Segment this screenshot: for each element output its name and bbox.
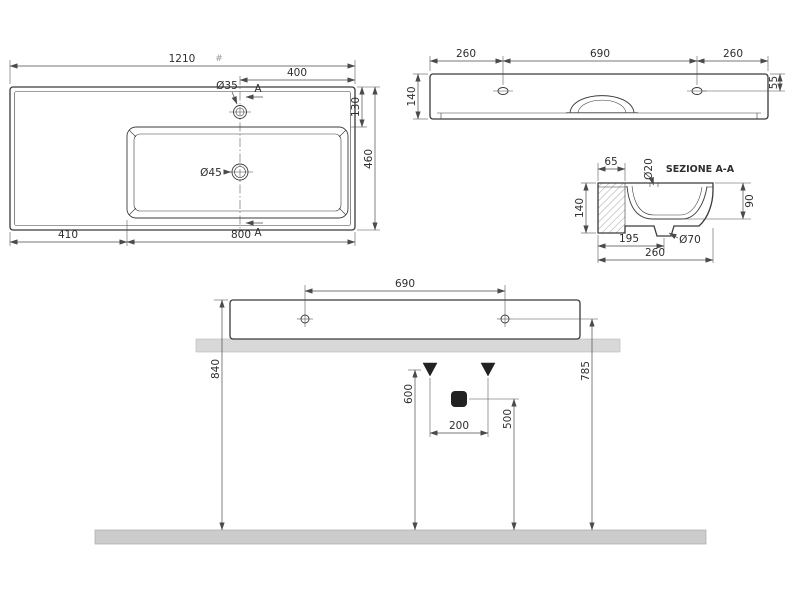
section-title: SEZIONE A-A [666,164,735,175]
dim-install-rim-height: 840 [210,299,228,531]
dim-label-section-depth: 260 [645,247,665,259]
installation-view: 690 840 785 600 500 [94,278,707,545]
dim-install-holes-span: 690 [304,278,506,311]
dim-label-holes-span: 690 [590,48,610,60]
dim-label-section-height: 140 [574,198,586,218]
dim-label-rim-height: 840 [210,359,222,379]
dim-label-section-drain-hole: Ø70 [679,234,701,246]
water-supply-symbol-right [480,362,496,377]
section-marker-bottom-label: A [254,227,262,239]
dim-label-faucet-offset: 400 [287,67,307,79]
wall-fixing-hole-left [297,311,313,327]
dim-label-back-ledge: 65 [604,156,617,168]
dim-section-back-ledge: 65 [597,156,626,181]
wall-strip [195,338,621,353]
dim-label-supply-height: 600 [403,384,415,404]
dim-label-holes-height: 785 [580,361,592,381]
basin-front-outline [429,73,769,120]
basin-top-outline [9,86,356,231]
front-view: 260 690 260 140 55 [406,48,785,120]
dim-front-holes: 260 690 260 [429,48,769,85]
dim-section-bowl-depth: 90 [684,182,756,220]
faucet-hole-top [229,105,251,119]
label-faucet-hole-diameter: Ø35 [216,80,238,105]
dim-label-supply-spacing: 200 [449,420,469,432]
section-marker-bottom: A [245,220,263,239]
basin-section-outline [597,182,714,237]
dim-label-hole-from-top: 55 [768,76,780,89]
wall-fixing-hole-right [497,311,513,327]
water-supply-symbol-left [422,362,438,377]
dim-label-top-to-faucet: 130 [350,97,362,117]
dim-install-supply-height: 600 [403,369,421,531]
dim-label-section-faucet-hole: Ø20 [643,158,655,180]
plan-view: 1210 # 400 Ø35 A A Ø45 130 [9,53,380,246]
dim-plan-top-to-faucet: 130 [350,86,367,128]
dim-label-total-width: 1210 [169,53,196,65]
dim-plan-bottom: 410 800 [9,220,356,246]
drain-outlet-symbol [451,391,467,407]
mounting-hole-left [493,87,513,95]
dim-label-right-hole-offset: 260 [723,48,743,60]
basin-install-outline [229,299,581,340]
dim-label-faucet-hole: Ø35 [216,80,238,92]
dim-section-height: 140 [574,182,596,234]
label-drain-hole-diameter: Ø45 [200,167,232,179]
drain-hole-top [227,163,253,181]
dim-install-drain-height: 500 [469,398,519,531]
dim-label-basin-width: 800 [231,229,251,241]
label-section-drain-hole: Ø70 [668,232,701,246]
dim-front-height: 140 [406,73,428,120]
overflow-channel [566,95,638,113]
dim-label-total-depth: 460 [363,149,375,169]
label-section-faucet-hole: Ø20 [643,158,655,186]
section-marker-top-label: A [254,83,262,95]
dim-label-bowl-depth: 90 [744,194,756,207]
dim-label-drain-height: 500 [502,409,514,429]
dim-label-drain-offset: 195 [619,233,639,245]
dim-front-hole-from-top: 55 [703,73,785,92]
dim-install-supply-spacing: 200 [429,378,489,437]
floor-strip [94,529,707,545]
dim-label-drain-hole: Ø45 [200,167,222,179]
dim-label-front-height: 140 [406,86,418,106]
section-view: SEZIONE A-A Ø20 65 140 [574,156,756,263]
dim-label-left-offset: 410 [58,229,78,241]
dim-plan-total-depth: 460 [357,86,380,231]
dim-install-holes-height: 785 [513,318,598,531]
dim-section-depth: 260 [597,228,714,263]
dim-label-left-hole-offset: 260 [456,48,476,60]
dim-section-drain-offset: 195 [597,233,665,263]
note-hash-mark: # [215,54,223,64]
dim-plan-faucet-offset: 400 [239,67,356,83]
section-marker-top: A [245,83,263,100]
dim-label-install-holes-span: 690 [395,278,415,290]
dim-plan-total-width: 1210 # [9,53,356,84]
